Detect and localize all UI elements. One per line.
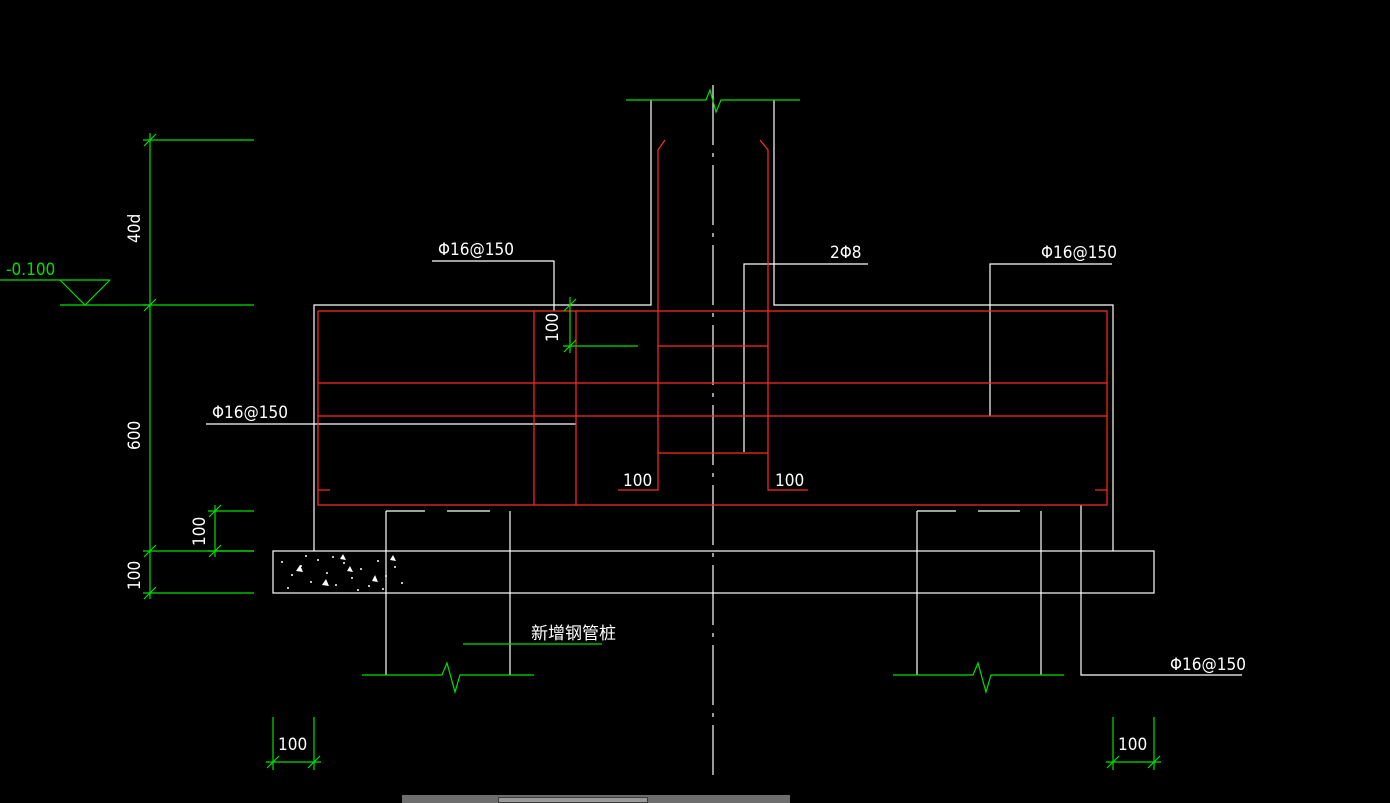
bottom-dim-left-label: 100 bbox=[278, 735, 307, 755]
right-pile-break-line bbox=[893, 661, 1064, 695]
rebar-top-left-label: Φ16@150 bbox=[438, 240, 514, 260]
leader-bottom-right bbox=[1080, 505, 1242, 676]
dim-bottom-pad-label: 100 bbox=[125, 561, 145, 590]
structure-outline bbox=[206, 85, 1242, 775]
rebar-top-right-label: Φ16@150 bbox=[1041, 243, 1117, 263]
tick-3 bbox=[143, 544, 157, 558]
dim-depth-label: 600 bbox=[125, 421, 145, 450]
hook-right-label: 100 bbox=[775, 471, 804, 491]
tick-11 bbox=[1106, 755, 1120, 769]
bottom-dim-right-label: 100 bbox=[1118, 735, 1147, 755]
column-break-line bbox=[626, 88, 800, 114]
hook-left-label: 100 bbox=[623, 471, 652, 491]
tick-7 bbox=[563, 298, 577, 312]
leader-top-right bbox=[989, 263, 1112, 416]
column-bar-left bbox=[618, 139, 666, 491]
rebar-bottom-right-label: Φ16@150 bbox=[1170, 655, 1246, 675]
column-bar-right bbox=[759, 139, 808, 491]
tick-4 bbox=[143, 586, 157, 600]
pile-cap-outline-right bbox=[773, 100, 1114, 551]
labels: -0.100 40d 600 100 100 100 Φ16@150 Φ16@1… bbox=[6, 214, 1246, 755]
dim-cushion-label: 100 bbox=[190, 517, 210, 546]
tick-6 bbox=[208, 544, 222, 558]
cushion-hatch bbox=[281, 554, 403, 591]
stirrup-label: 2Φ8 bbox=[830, 243, 862, 263]
elevation-triangle bbox=[59, 279, 111, 306]
horizontal-scrollbar[interactable] bbox=[402, 795, 790, 803]
scrollbar-thumb[interactable] bbox=[498, 797, 648, 803]
tick-9 bbox=[266, 755, 280, 769]
tick-10 bbox=[307, 755, 321, 769]
tick-1 bbox=[143, 133, 157, 147]
cap-rebar-cage bbox=[317, 310, 1108, 506]
tick-8 bbox=[563, 339, 577, 353]
tick-12 bbox=[1147, 755, 1161, 769]
steel-pile-label: 新增钢管桩 bbox=[531, 624, 616, 644]
dim-cover-label: 100 bbox=[543, 313, 563, 342]
leader-top-left bbox=[432, 260, 555, 311]
left-pile-break-line bbox=[362, 661, 534, 695]
leader-stirrup bbox=[743, 263, 868, 452]
reinforcement bbox=[317, 139, 1108, 506]
tick-5 bbox=[208, 504, 222, 518]
dimension-lines bbox=[0, 88, 1161, 770]
dim-anchorage-label: 40d bbox=[125, 214, 145, 243]
pile-cap-outline bbox=[313, 100, 652, 551]
elevation-label: -0.100 bbox=[6, 260, 55, 280]
rebar-middle-left-label: Φ16@150 bbox=[212, 403, 288, 423]
